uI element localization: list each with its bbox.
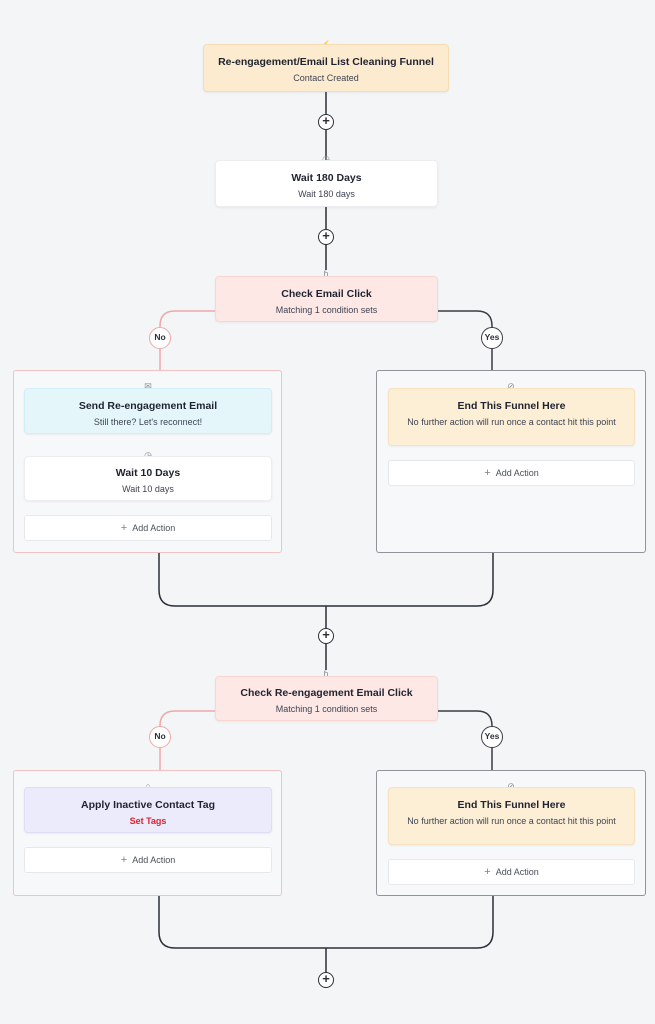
trigger-title: Re-engagement/Email List Cleaning Funnel: [218, 56, 434, 68]
stop-icon: ⊘: [507, 781, 515, 791]
condition-title: Check Re-engagement Email Click: [240, 687, 413, 699]
trigger-node[interactable]: Re-engagement/Email List Cleaning Funnel…: [203, 44, 449, 92]
add-action-label: Add Action: [495, 867, 539, 877]
tag-icon: ⌂: [145, 781, 151, 791]
tag-subtitle: Set Tags: [129, 816, 167, 826]
yes-branch-label: Yes: [481, 726, 503, 748]
end-subtitle: No further action will run once a contac…: [407, 816, 616, 826]
add-action-button[interactable]: + Add Action: [24, 515, 272, 541]
add-action-label: Add Action: [495, 468, 539, 478]
clock-icon: ◷: [322, 154, 330, 164]
wait-10-title: Wait 10 Days: [115, 467, 181, 479]
tag-title: Apply Inactive Contact Tag: [81, 799, 215, 811]
yes-branch-label: Yes: [481, 327, 503, 349]
plus-icon: +: [120, 522, 128, 534]
wait-180-title: Wait 180 Days: [291, 172, 362, 184]
wait-10-subtitle: Wait 10 days: [122, 484, 174, 494]
trigger-subtitle: Contact Created: [293, 73, 359, 83]
condition-title: Check Email Click: [281, 288, 372, 300]
check-reengagement-click-node[interactable]: Check Re-engagement Email Click Matching…: [215, 676, 438, 721]
add-action-label: Add Action: [132, 855, 176, 865]
no-branch-label: No: [149, 327, 171, 349]
plus-icon: +: [120, 854, 128, 866]
wait-10-node[interactable]: Wait 10 Days Wait 10 days: [24, 456, 272, 501]
end-title: End This Funnel Here: [457, 799, 566, 811]
check-email-click-node[interactable]: Check Email Click Matching 1 condition s…: [215, 276, 438, 322]
add-action-label: Add Action: [132, 523, 176, 533]
add-step-button[interactable]: +: [318, 628, 334, 644]
add-step-button[interactable]: +: [318, 114, 334, 130]
add-step-button[interactable]: +: [318, 972, 334, 988]
condition-subtitle: Matching 1 condition sets: [275, 704, 378, 714]
send-email-node[interactable]: Send Re-engagement Email Still there? Le…: [24, 388, 272, 434]
add-step-button[interactable]: +: [318, 229, 334, 245]
end-subtitle: No further action will run once a contac…: [407, 417, 616, 427]
condition-subtitle: Matching 1 condition sets: [275, 305, 378, 315]
add-action-button[interactable]: + Add Action: [388, 460, 635, 486]
end-title: End This Funnel Here: [457, 400, 566, 412]
end-funnel-node[interactable]: End This Funnel Here No further action w…: [388, 787, 635, 845]
email-icon: ✉: [144, 381, 152, 391]
add-action-button[interactable]: + Add Action: [24, 847, 272, 873]
plus-icon: +: [484, 467, 491, 479]
plus-icon: +: [484, 866, 491, 878]
no-branch-label: No: [149, 726, 171, 748]
stop-icon: ⊘: [507, 381, 515, 391]
end-funnel-node[interactable]: End This Funnel Here No further action w…: [388, 388, 635, 446]
branch-icon: ɦ: [323, 269, 329, 279]
branch-icon: ɦ: [323, 669, 329, 679]
email-subtitle: Still there? Let's reconnect!: [93, 417, 203, 427]
wait-180-subtitle: Wait 180 days: [298, 189, 355, 199]
clock-icon: ◷: [144, 450, 152, 460]
email-title: Send Re-engagement Email: [78, 400, 218, 412]
add-action-button[interactable]: + Add Action: [388, 859, 635, 885]
wait-180-node[interactable]: Wait 180 Days Wait 180 days: [215, 160, 438, 207]
apply-tag-node[interactable]: Apply Inactive Contact Tag Set Tags: [24, 787, 272, 833]
